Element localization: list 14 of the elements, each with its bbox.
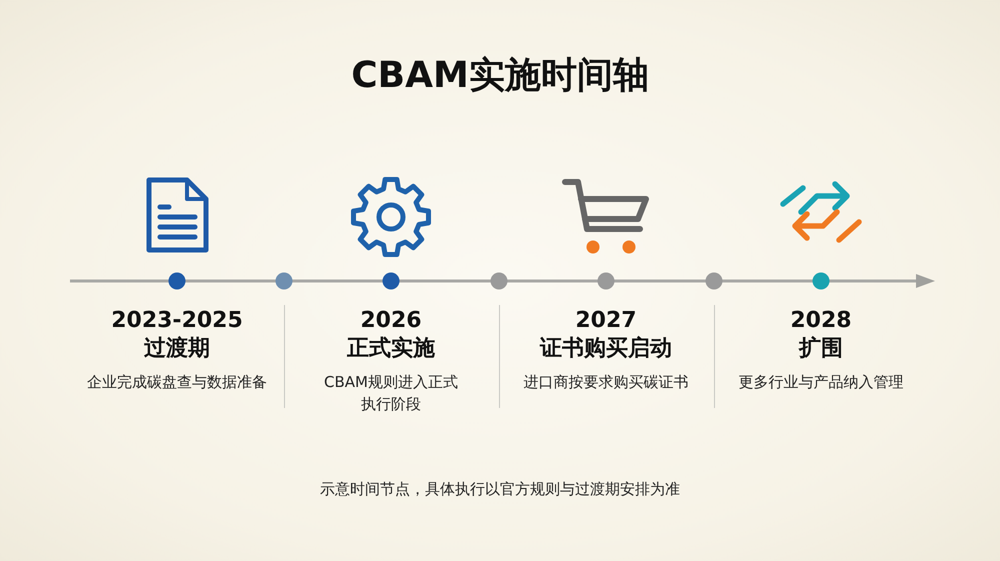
- stage-title: 过渡期: [144, 335, 210, 363]
- stage-title: 扩围: [799, 335, 843, 363]
- diagram-title: CBAM实施时间轴: [351, 54, 649, 98]
- stage-description: CBAM规则进入正式执行阶段: [323, 372, 459, 415]
- stage-description: 更多行业与产品纳入管理: [738, 372, 904, 393]
- stage-title: 证书购买启动: [540, 335, 672, 363]
- caption-text: 示意时间节点，具体执行以官方规则与过渡期安排为准: [320, 479, 680, 500]
- stage-description: 进口商按要求购买碳证书: [524, 372, 688, 393]
- stage-description: 企业完成碳盘查与数据准备: [87, 372, 267, 393]
- stage-title: 正式实施: [347, 335, 435, 363]
- year-label: 2028: [790, 307, 852, 335]
- year-label: 2023-2025: [111, 307, 243, 335]
- year-label: 2027: [575, 307, 637, 335]
- year-label: 2026: [360, 307, 422, 335]
